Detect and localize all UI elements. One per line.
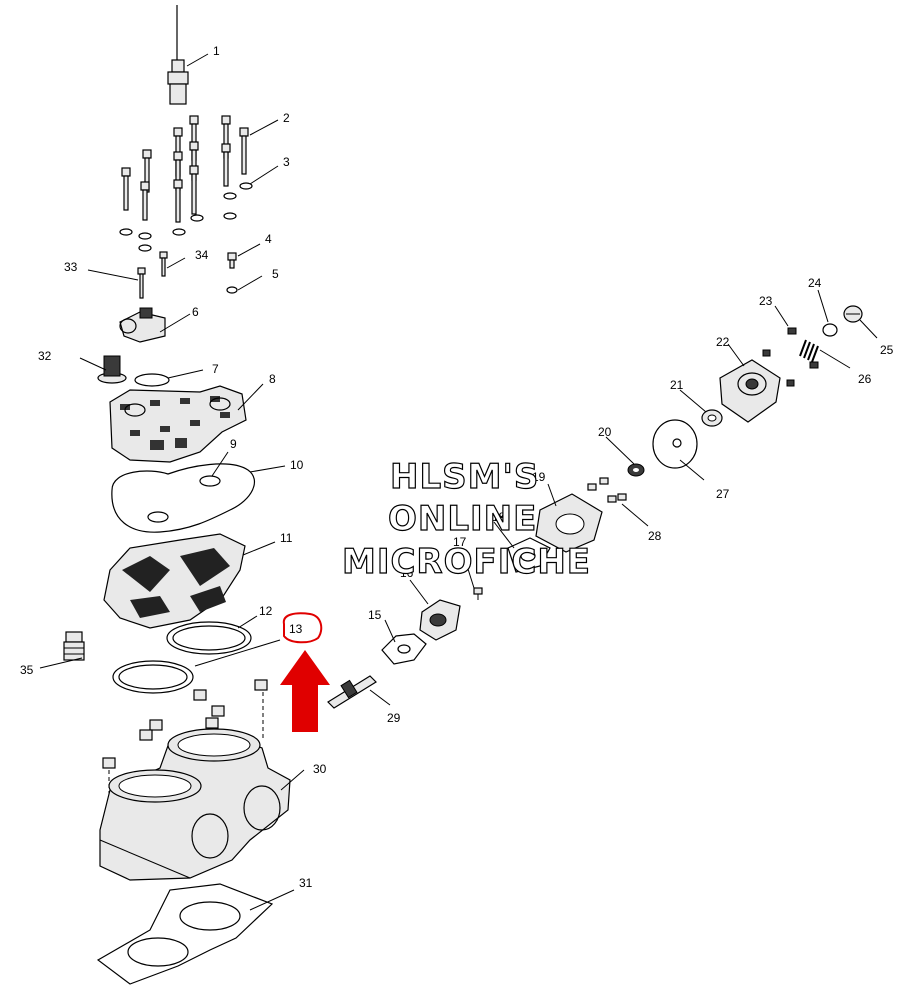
callout-21: 21 <box>670 378 684 392</box>
callout-11: 11 <box>280 531 293 545</box>
callout-26: 26 <box>858 372 872 386</box>
callout-5: 5 <box>272 267 279 281</box>
callout-24: 24 <box>808 276 822 290</box>
part-23-screws <box>762 327 819 387</box>
callout-33: 33 <box>64 260 78 274</box>
part-2-bolts <box>121 115 249 223</box>
watermark-line-2: ONLINE <box>388 499 537 539</box>
callout-17: 17 <box>453 535 467 549</box>
callout-28: 28 <box>648 529 662 543</box>
red-arrow-icon <box>280 650 330 732</box>
callout-13: 13 <box>289 622 303 636</box>
part-26-spring <box>799 339 819 363</box>
part-18-gasket <box>507 537 551 573</box>
cylinder-nuts <box>102 679 268 810</box>
callout-2: 2 <box>283 111 290 125</box>
callout-3: 3 <box>283 155 290 169</box>
watermark-line-3: MICROFICHE <box>342 542 591 582</box>
part-27-gasket <box>652 419 698 469</box>
callout-16: 16 <box>400 566 414 580</box>
part-32-thermostat <box>97 355 127 384</box>
part-25-plug <box>843 305 863 323</box>
part-9-o-ring <box>199 475 221 487</box>
part-28-screws <box>587 477 627 503</box>
part-24-o-ring <box>822 323 838 337</box>
callout-6: 6 <box>192 305 199 319</box>
part-31-base-gasket <box>96 883 274 985</box>
callout-10: 10 <box>290 458 304 472</box>
part-30-cylinder <box>99 728 291 881</box>
callout-31: 31 <box>299 876 313 890</box>
part-33-bolt <box>137 267 146 299</box>
callout-8: 8 <box>269 372 276 386</box>
leader-lines <box>39 53 878 911</box>
callout-32: 32 <box>38 349 52 363</box>
part-34-bolt <box>159 251 168 277</box>
part-4-bolt <box>227 252 237 269</box>
callout-29: 29 <box>387 711 401 725</box>
part-6-thermostat-housing <box>119 307 166 343</box>
callout-labels: 1 2 3 4 5 6 7 8 9 10 11 12 14 15 16 17 1… <box>20 44 894 890</box>
callout-9: 9 <box>230 437 237 451</box>
part-11-head-cover <box>103 533 246 629</box>
part-12-gasket <box>166 621 252 655</box>
part-3-washers <box>119 182 253 252</box>
callout-18: 18 <box>492 510 506 524</box>
part-21-seal <box>701 409 723 427</box>
part-7-o-ring <box>134 373 170 387</box>
callout-27: 27 <box>716 487 730 501</box>
callout-34: 34 <box>195 248 209 262</box>
part-22-pump-cover <box>719 359 781 423</box>
part-1-sensor <box>167 5 189 105</box>
part-8-cylinder-head <box>109 385 247 463</box>
callout-30: 30 <box>313 762 327 776</box>
callout-22: 22 <box>716 335 730 349</box>
callout-23: 23 <box>759 294 773 308</box>
callout-12: 12 <box>259 604 273 618</box>
part-12-lower-gasket <box>112 660 194 694</box>
callout-14: 14 <box>494 509 508 523</box>
callout-1: 1 <box>213 44 220 58</box>
part-35-plug <box>63 631 85 661</box>
watermark-line-1: HLSM'S <box>390 457 539 497</box>
part-17-bolt <box>473 587 483 600</box>
callout-35: 35 <box>20 663 34 677</box>
callout-20: 20 <box>598 425 612 439</box>
highlight-13: 13 <box>280 612 330 732</box>
callout-4: 4 <box>265 232 272 246</box>
part-16-pump-body <box>419 599 461 641</box>
watermark: HLSM'S ONLINE MICROFICHE <box>341 456 591 582</box>
callout-19: 19 <box>532 470 546 484</box>
part-19-plate <box>535 493 603 553</box>
part-20-bearing <box>627 463 645 477</box>
callout-15: 15 <box>368 608 382 622</box>
part-15-gasket <box>381 633 427 665</box>
part-10-head-gasket <box>111 463 255 533</box>
part-29-shaft <box>327 675 377 709</box>
callout-25: 25 <box>880 343 894 357</box>
part-5-washer <box>226 286 238 294</box>
callout-7: 7 <box>212 362 219 376</box>
